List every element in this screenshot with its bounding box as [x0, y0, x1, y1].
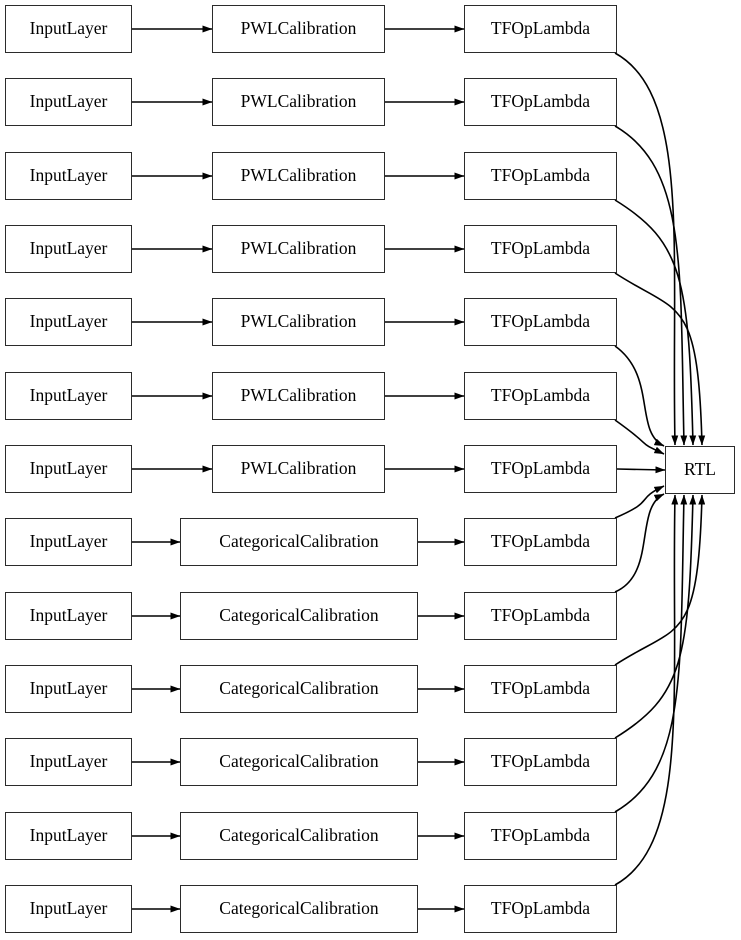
- node-tfoplambda-7[interactable]: TFOpLambda: [464, 445, 617, 493]
- node-categorical-calibration-13-label: CategoricalCalibration: [219, 898, 379, 919]
- node-input-layer-2-label: InputLayer: [29, 91, 108, 112]
- node-pwl-calibration-3[interactable]: PWLCalibration: [212, 152, 385, 200]
- node-pwl-calibration-6[interactable]: PWLCalibration: [212, 372, 385, 420]
- node-pwl-calibration-4-label: PWLCalibration: [240, 238, 357, 259]
- node-input-layer-4[interactable]: InputLayer: [5, 225, 132, 273]
- node-pwl-calibration-7-label: PWLCalibration: [240, 458, 357, 479]
- node-categorical-calibration-12-label: CategoricalCalibration: [219, 825, 379, 846]
- node-input-layer-6-label: InputLayer: [29, 385, 108, 406]
- node-categorical-calibration-8-label: CategoricalCalibration: [219, 531, 379, 552]
- node-tfoplambda-10-label: TFOpLambda: [490, 678, 591, 699]
- node-input-layer-9-label: InputLayer: [29, 605, 108, 626]
- node-tfoplambda-9-label: TFOpLambda: [490, 605, 591, 626]
- node-rtl-output[interactable]: RTL: [665, 446, 735, 494]
- node-input-layer-13-label: InputLayer: [29, 898, 108, 919]
- node-input-layer-5[interactable]: InputLayer: [5, 298, 132, 346]
- node-tfoplambda-1-label: TFOpLambda: [490, 18, 591, 39]
- node-pwl-calibration-2-label: PWLCalibration: [240, 91, 357, 112]
- node-tfoplambda-13-label: TFOpLambda: [490, 898, 591, 919]
- node-input-layer-7-label: InputLayer: [29, 458, 108, 479]
- node-tfoplambda-7-label: TFOpLambda: [490, 458, 591, 479]
- node-tfoplambda-13[interactable]: TFOpLambda: [464, 885, 617, 933]
- node-categorical-calibration-9[interactable]: CategoricalCalibration: [180, 592, 418, 640]
- node-input-layer-8[interactable]: InputLayer: [5, 518, 132, 566]
- node-pwl-calibration-7[interactable]: PWLCalibration: [212, 445, 385, 493]
- node-input-layer-4-label: InputLayer: [29, 238, 108, 259]
- node-rtl-output-label: RTL: [683, 459, 716, 480]
- node-pwl-calibration-1-label: PWLCalibration: [240, 18, 357, 39]
- node-pwl-calibration-6-label: PWLCalibration: [240, 385, 357, 406]
- node-tfoplambda-3[interactable]: TFOpLambda: [464, 152, 617, 200]
- node-tfoplambda-6[interactable]: TFOpLambda: [464, 372, 617, 420]
- node-input-layer-11[interactable]: InputLayer: [5, 738, 132, 786]
- node-input-layer-11-label: InputLayer: [29, 751, 108, 772]
- node-tfoplambda-11-label: TFOpLambda: [490, 751, 591, 772]
- node-input-layer-8-label: InputLayer: [29, 531, 108, 552]
- node-tfoplambda-2[interactable]: TFOpLambda: [464, 78, 617, 126]
- node-categorical-calibration-13[interactable]: CategoricalCalibration: [180, 885, 418, 933]
- node-pwl-calibration-5[interactable]: PWLCalibration: [212, 298, 385, 346]
- node-input-layer-6[interactable]: InputLayer: [5, 372, 132, 420]
- node-tfoplambda-3-label: TFOpLambda: [490, 165, 591, 186]
- node-tfoplambda-11[interactable]: TFOpLambda: [464, 738, 617, 786]
- node-tfoplambda-4[interactable]: TFOpLambda: [464, 225, 617, 273]
- node-input-layer-5-label: InputLayer: [29, 311, 108, 332]
- node-tfoplambda-8[interactable]: TFOpLambda: [464, 518, 617, 566]
- node-input-layer-9[interactable]: InputLayer: [5, 592, 132, 640]
- node-input-layer-2[interactable]: InputLayer: [5, 78, 132, 126]
- node-input-layer-1[interactable]: InputLayer: [5, 5, 132, 53]
- node-categorical-calibration-9-label: CategoricalCalibration: [219, 605, 379, 626]
- node-pwl-calibration-3-label: PWLCalibration: [240, 165, 357, 186]
- node-tfoplambda-2-label: TFOpLambda: [490, 91, 591, 112]
- node-input-layer-10-label: InputLayer: [29, 678, 108, 699]
- node-input-layer-12-label: InputLayer: [29, 825, 108, 846]
- node-input-layer-13[interactable]: InputLayer: [5, 885, 132, 933]
- node-tfoplambda-1[interactable]: TFOpLambda: [464, 5, 617, 53]
- node-pwl-calibration-2[interactable]: PWLCalibration: [212, 78, 385, 126]
- node-input-layer-12[interactable]: InputLayer: [5, 812, 132, 860]
- node-tfoplambda-6-label: TFOpLambda: [490, 385, 591, 406]
- node-pwl-calibration-5-label: PWLCalibration: [240, 311, 357, 332]
- node-tfoplambda-12-label: TFOpLambda: [490, 825, 591, 846]
- node-categorical-calibration-10[interactable]: CategoricalCalibration: [180, 665, 418, 713]
- node-tfoplambda-8-label: TFOpLambda: [490, 531, 591, 552]
- node-tfoplambda-10[interactable]: TFOpLambda: [464, 665, 617, 713]
- node-tfoplambda-12[interactable]: TFOpLambda: [464, 812, 617, 860]
- node-tfoplambda-4-label: TFOpLambda: [490, 238, 591, 259]
- node-input-layer-1-label: InputLayer: [29, 18, 108, 39]
- node-tfoplambda-9[interactable]: TFOpLambda: [464, 592, 617, 640]
- node-pwl-calibration-4[interactable]: PWLCalibration: [212, 225, 385, 273]
- node-categorical-calibration-10-label: CategoricalCalibration: [219, 678, 379, 699]
- node-categorical-calibration-12[interactable]: CategoricalCalibration: [180, 812, 418, 860]
- node-input-layer-3-label: InputLayer: [29, 165, 108, 186]
- node-input-layer-7[interactable]: InputLayer: [5, 445, 132, 493]
- node-tfoplambda-5[interactable]: TFOpLambda: [464, 298, 617, 346]
- node-categorical-calibration-8[interactable]: CategoricalCalibration: [180, 518, 418, 566]
- node-categorical-calibration-11-label: CategoricalCalibration: [219, 751, 379, 772]
- node-tfoplambda-5-label: TFOpLambda: [490, 311, 591, 332]
- node-categorical-calibration-11[interactable]: CategoricalCalibration: [180, 738, 418, 786]
- node-input-layer-10[interactable]: InputLayer: [5, 665, 132, 713]
- node-pwl-calibration-1[interactable]: PWLCalibration: [212, 5, 385, 53]
- node-input-layer-3[interactable]: InputLayer: [5, 152, 132, 200]
